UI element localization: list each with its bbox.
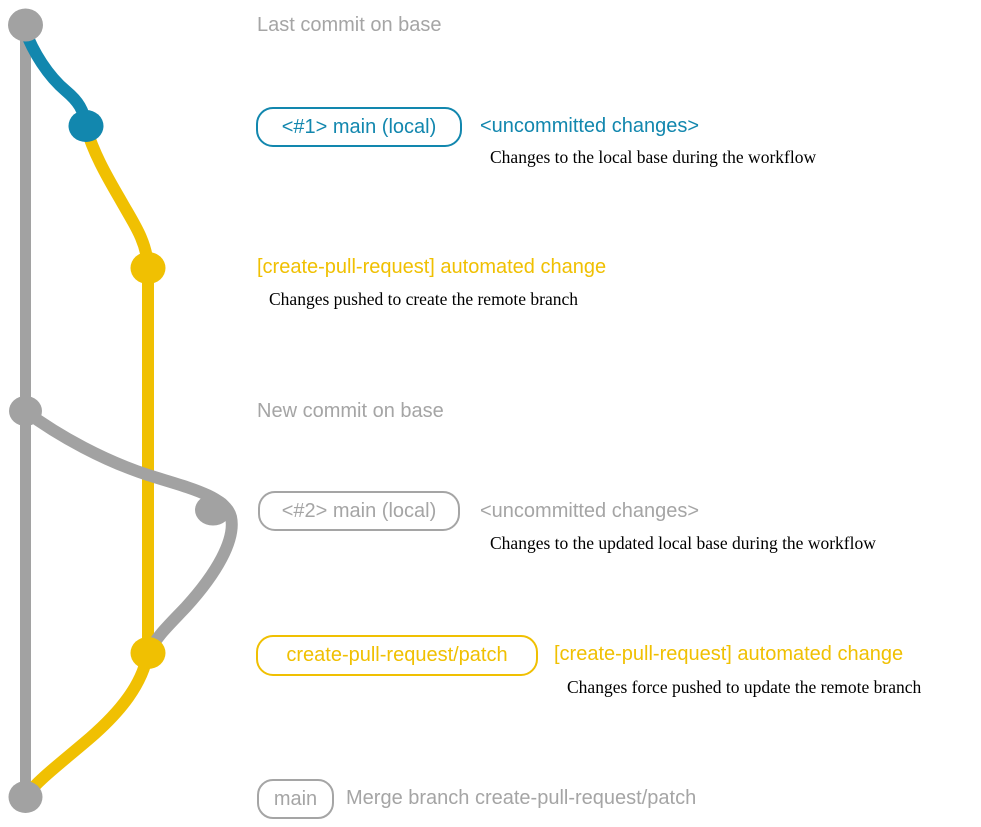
commit-dot-main-local-2 [195,494,231,526]
automated-change-title-1: [create-pull-request] automated change [257,256,607,278]
commit-dot-automated-change-2 [130,637,166,669]
automated-change-title-2: [create-pull-request] automated change [554,643,904,665]
last-commit-label: Last commit on base [257,14,442,36]
badge-main-local-2: <#2> main (local) [258,491,460,531]
uncommitted-changes-description-2: Changes to the updated local base during… [490,533,876,553]
commit-dot-merge [8,781,43,813]
automated-change-description-1: Changes pushed to create the remote bran… [269,289,579,309]
commit-graph [8,8,238,813]
uncommitted-changes-title-2: <uncommitted changes> [480,500,700,522]
badge-main: main [257,779,334,819]
commit-dot-new-commit-on-base [9,396,42,426]
new-commit-label: New commit on base [257,400,444,422]
commit-dot-main-local-1 [68,110,104,142]
badge-create-pull-request-patch: create-pull-request/patch [256,635,538,676]
badge-main-local-1: <#1> main (local) [256,107,462,147]
commit-dot-automated-change-1 [130,252,166,284]
uncommitted-changes-description-1: Changes to the local base during the wor… [490,147,817,167]
base-update-branch-curve [19,405,238,657]
merge-branch-label: Merge branch create-pull-request/patch [346,787,697,809]
automated-change-description-2: Changes force pushed to update the remot… [567,677,922,697]
patch-branch-curve-top [80,121,154,272]
patch-merge-curve [20,646,154,802]
main-local-branch-curve [19,24,92,132]
uncommitted-changes-title-1: <uncommitted changes> [480,115,700,137]
commit-dot-last-commit-on-base [8,8,43,42]
